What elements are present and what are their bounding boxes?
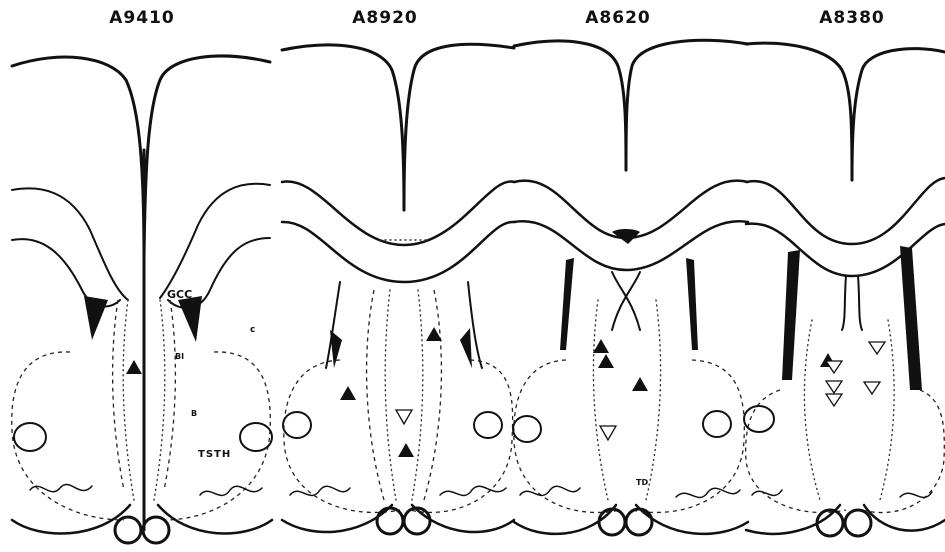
region-label-c: c [250, 326, 255, 335]
filled-triangle-marker [632, 377, 648, 391]
section-a8380 [744, 43, 945, 536]
section-title-a8620: A8620 [558, 8, 678, 28]
section-a8620 [513, 40, 748, 535]
filled-triangle-marker [398, 443, 414, 457]
open-triangle-marker [869, 342, 885, 354]
open-triangle-marker [396, 410, 412, 424]
region-label-tsth: TSTH [198, 450, 231, 460]
filled-triangle-marker [426, 327, 442, 341]
section-a9410 [12, 56, 272, 543]
filled-triangle-marker [598, 354, 614, 368]
section-title-a9410: A9410 [82, 8, 202, 28]
open-triangle-marker [826, 394, 842, 406]
filled-triangle-marker [126, 360, 142, 374]
region-label-b: B [191, 410, 197, 418]
region-label-bi: BI [175, 353, 184, 361]
open-triangle-marker [600, 426, 616, 440]
section-title-a8380: A8380 [792, 8, 912, 28]
section-title-a8920: A8920 [325, 8, 445, 28]
section-a8920 [282, 44, 514, 534]
filled-triangle-marker [593, 339, 609, 353]
region-label-td: TD [636, 479, 648, 487]
filled-triangle-marker [340, 386, 356, 400]
open-triangle-marker [864, 382, 880, 394]
open-triangle-marker [826, 381, 842, 393]
region-label-gcc: GCC [167, 289, 192, 300]
